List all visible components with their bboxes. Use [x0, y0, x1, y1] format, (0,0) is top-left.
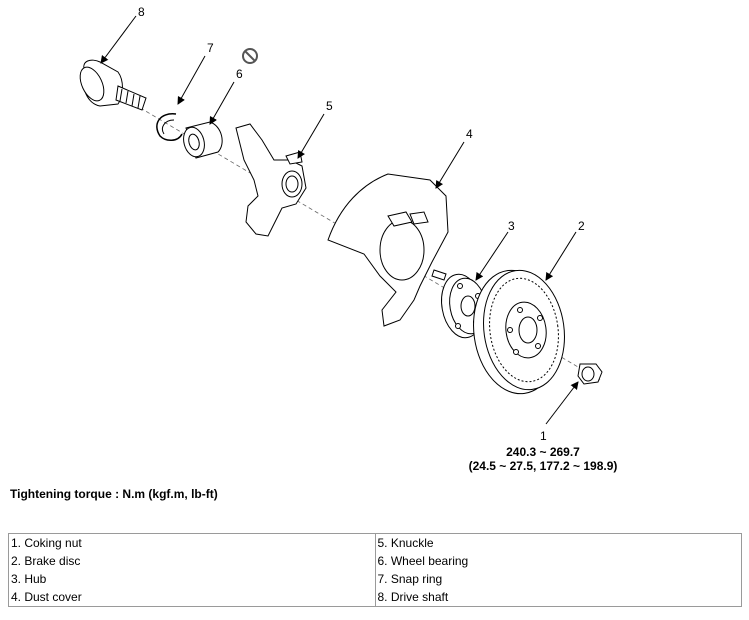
callout-2: 2 — [578, 219, 585, 233]
list-item: 4. Dust cover — [11, 590, 82, 604]
list-item: 6. Wheel bearing — [377, 554, 469, 568]
callout-7: 7 — [207, 41, 214, 55]
torque-alt-units: (24.5 ~ 27.5, 177.2 ~ 198.9) — [469, 459, 618, 473]
callout-3: 3 — [508, 219, 515, 233]
callout-6: 6 — [236, 67, 243, 81]
drive-shaft-part — [79, 59, 147, 111]
list-item: 7. Snap ring — [377, 572, 443, 586]
hub-bolt-part — [431, 269, 447, 281]
torque-value: 240.3 ~ 269.7 — [506, 445, 580, 459]
list-item: 2. Brake disc — [11, 554, 81, 568]
callout-5: 5 — [326, 99, 333, 113]
exploded-diagram: 8 7 6 5 4 3 2 1 240.3 ~ 269.7 (24.5 ~ 27… — [79, 5, 618, 473]
callout-8: 8 — [138, 5, 145, 19]
list-item: 5. Knuckle — [377, 536, 434, 550]
parts-column-left: 1. Coking nut 2. Brake disc 3. Hub 4. Du… — [8, 533, 376, 607]
callout-1: 1 — [540, 429, 547, 443]
knuckle-part — [235, 123, 307, 237]
table-row: 1. Coking nut 2. Brake disc 3. Hub 4. Du… — [8, 533, 742, 607]
list-item: 8. Drive shaft — [377, 590, 449, 604]
callout-4: 4 — [466, 127, 473, 141]
list-item: 1. Coking nut — [11, 536, 82, 550]
list-item: 3. Hub — [11, 572, 47, 586]
prohibited-icon — [242, 48, 258, 64]
snap-ring-part — [156, 113, 183, 141]
torque-units-heading: Tightening torque : N.m (kgf.m, lb-ft) — [10, 487, 218, 501]
parts-column-right: 5. Knuckle 6. Wheel bearing 7. Snap ring… — [374, 533, 742, 607]
wheel-bearing-part — [183, 121, 223, 159]
brake-disc-part — [473, 269, 565, 395]
parts-legend-table: 1. Coking nut 2. Brake disc 3. Hub 4. Du… — [8, 533, 742, 607]
dust-cover-part — [327, 173, 449, 327]
coking-nut-part — [577, 363, 603, 385]
